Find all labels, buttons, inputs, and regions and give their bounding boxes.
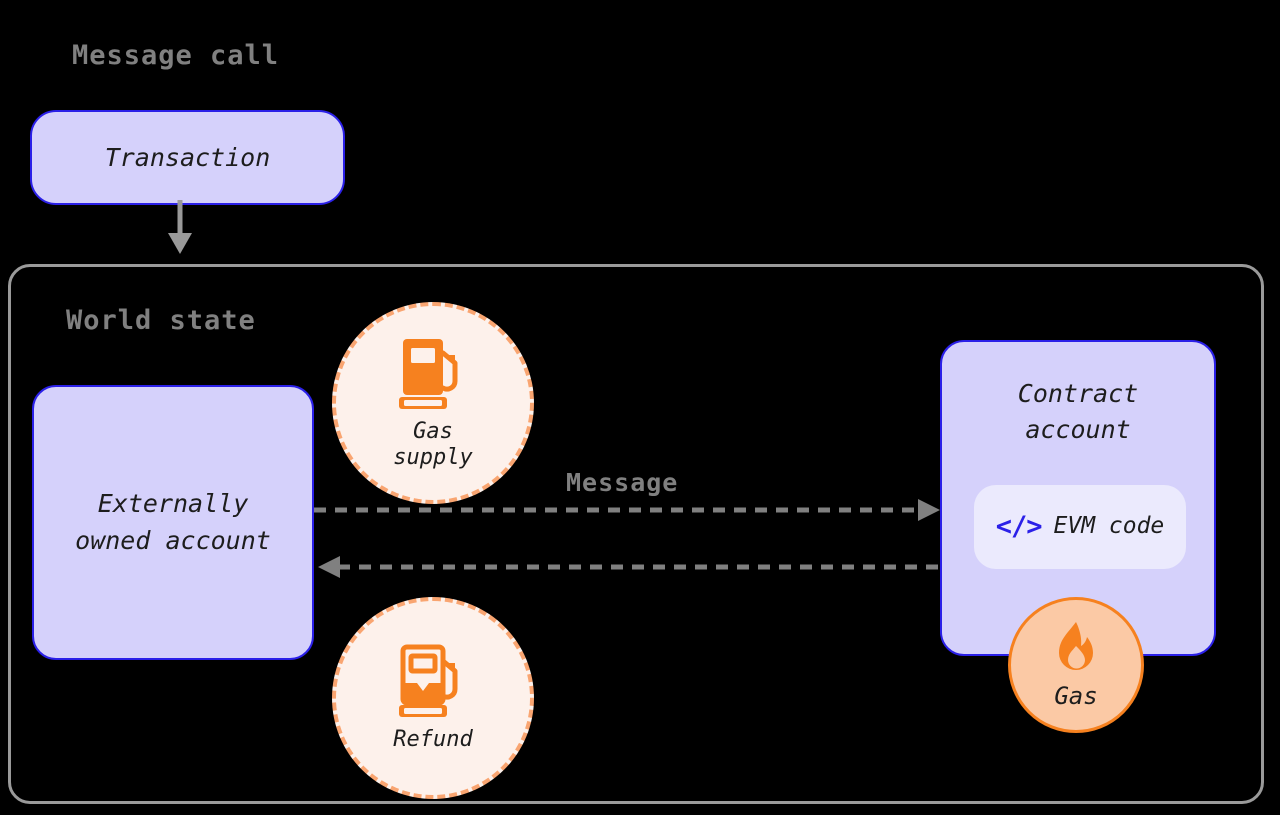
badge-gas-label: Gas [1054, 681, 1098, 710]
node-transaction[interactable]: Transaction [30, 110, 345, 205]
page-title: Message call [72, 40, 280, 71]
flame-icon [1059, 621, 1093, 670]
world-state-title: World state [66, 305, 256, 336]
evm-code-badge[interactable]: </> EVM code [974, 485, 1186, 569]
badge-refund[interactable]: Refund [332, 597, 534, 799]
world-state-container [8, 264, 1264, 804]
badge-gas[interactable]: Gas [1008, 597, 1144, 733]
node-transaction-label: Transaction [104, 143, 271, 172]
badge-gas-supply[interactable]: Gas supply [332, 302, 534, 504]
message-arrow-label: Message [566, 468, 679, 497]
arrow-contract-to-eoa [318, 556, 944, 578]
badge-gas-supply-label: Gas supply [393, 418, 473, 470]
evm-code-label: EVM code [1053, 513, 1165, 540]
node-contract-label-line2: account [1025, 415, 1131, 445]
node-contract-label-line1: Contract [1017, 379, 1139, 408]
arrow-eoa-to-contract [314, 499, 940, 521]
node-eoa-label-line1: Externally [97, 489, 249, 519]
node-externally-owned-account[interactable]: Externally owned account [32, 385, 314, 660]
gas-pump-full-icon [399, 338, 458, 409]
node-eoa-label-line2: owned account [75, 525, 271, 555]
gas-pump-partial-icon [399, 644, 458, 717]
code-brackets-icon: </> [995, 511, 1043, 543]
arrow-transaction-to-world-state [168, 200, 192, 254]
badge-refund-label: Refund [393, 726, 473, 752]
